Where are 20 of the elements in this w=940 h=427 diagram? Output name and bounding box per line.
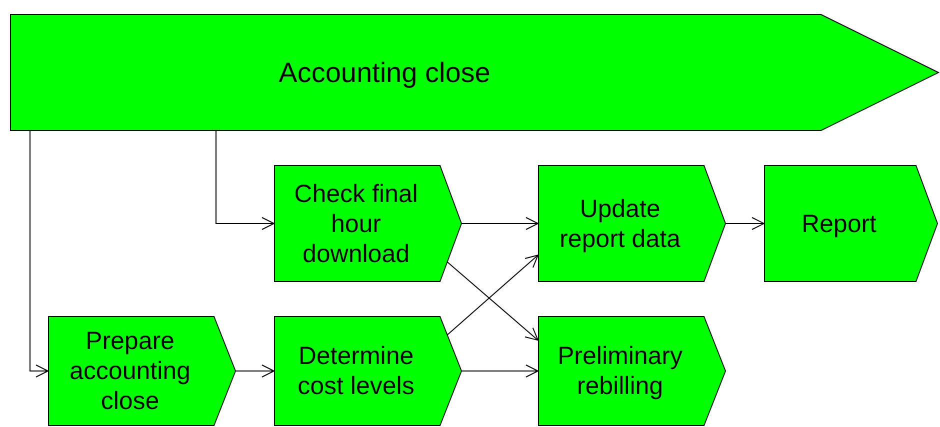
step-label: Accounting close (278, 56, 490, 90)
process-step (538, 316, 726, 426)
step-label: Determine cost levels (296, 341, 416, 401)
step-label: Preliminary rebilling (556, 341, 684, 401)
process-step (48, 316, 236, 426)
arrow (216, 130, 274, 230)
process-step (274, 316, 462, 426)
arrow (236, 364, 274, 378)
step-label: Report (801, 208, 877, 238)
step-label: Update report data (558, 194, 682, 254)
process-step (538, 165, 726, 282)
arrow (462, 217, 538, 230)
arrow (30, 130, 48, 378)
step-label: Check final hour download (293, 178, 419, 268)
process-step (764, 165, 938, 282)
step-label: Prepare accounting close (68, 326, 192, 416)
arrow (726, 217, 764, 230)
process-step (274, 165, 462, 282)
arrow (462, 364, 538, 378)
process-step (10, 14, 939, 131)
